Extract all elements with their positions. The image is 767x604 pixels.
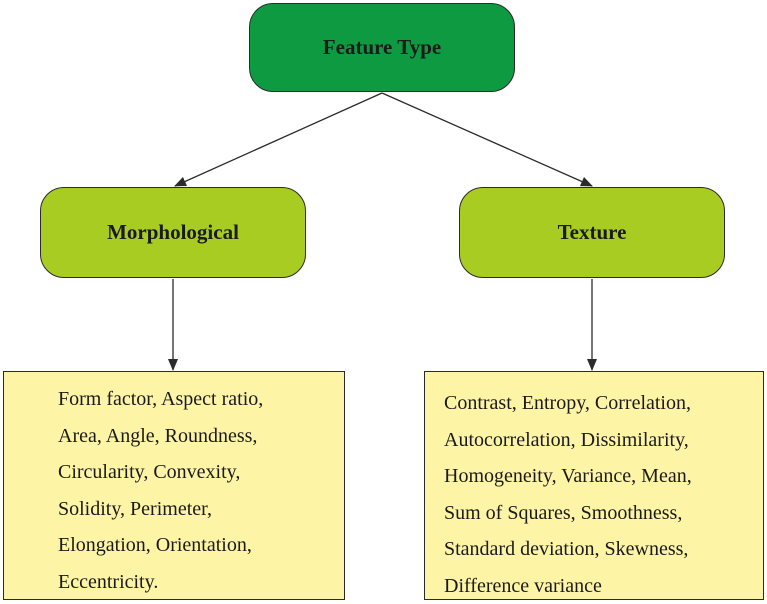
texture-node: Texture [459,187,725,278]
texture-feature-line: Contrast, Entropy, Correlation, [444,385,757,422]
texture-feature-line: Standard deviation, Skewness, [444,531,757,568]
feature-type-node: Feature Type [249,3,515,92]
morphological-label: Morphological [107,220,239,245]
morphological-features-box: Form factor, Aspect ratio, Area, Angle, … [3,371,345,600]
texture-feature-line: Difference variance [444,568,757,604]
morphological-feature-line: Circularity, Convexity, [58,454,334,491]
morphological-feature-line: Area, Angle, Roundness, [58,418,334,455]
texture-feature-line: Homogeneity, Variance, Mean, [444,458,757,495]
morphological-node: Morphological [40,187,306,278]
texture-label: Texture [558,220,627,245]
texture-features-box: Contrast, Entropy, Correlation, Autocorr… [424,371,764,600]
texture-feature-line: Sum of Squares, Smoothness, [444,495,757,532]
texture-feature-line: Autocorrelation, Dissimilarity, [444,422,757,459]
arrow-root-to-texture [382,93,592,186]
morphological-feature-line: Eccentricity. [58,564,334,601]
morphological-feature-line: Form factor, Aspect ratio, [58,381,334,418]
morphological-feature-line: Solidity, Perimeter, [58,491,334,528]
feature-type-label: Feature Type [323,35,441,60]
morphological-feature-line: Elongation, Orientation, [58,527,334,564]
arrow-root-to-morphological [175,93,382,186]
